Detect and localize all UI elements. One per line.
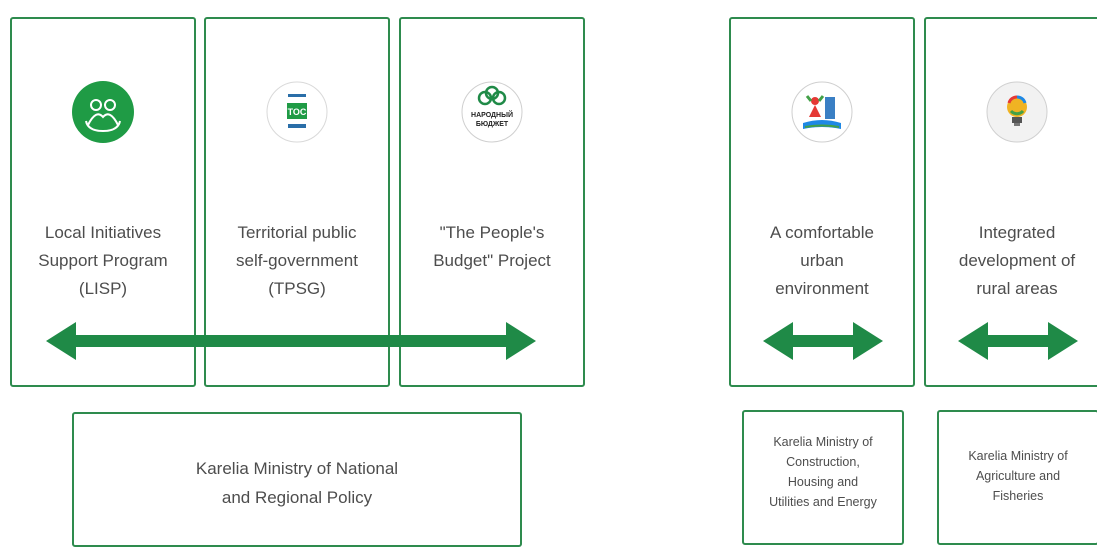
program-label: A comfortable urban environment [770, 223, 874, 298]
program-label: "The People's Budget" Project [433, 223, 551, 270]
program-card-urban: A comfortable urban environment [729, 17, 915, 387]
svg-text:НАРОДНЫЙ: НАРОДНЫЙ [471, 110, 513, 119]
program-card-tpsg: ТОС Territorial public self-government (… [204, 17, 390, 387]
double-arrow-rural [958, 322, 1078, 360]
ministry-label: Karelia Ministry of Agriculture and Fish… [968, 449, 1068, 503]
svg-text:БЮДЖЕТ: БЮДЖЕТ [476, 121, 509, 128]
ministry-label: Karelia Ministry of Construction, Housin… [769, 435, 877, 509]
double-arrow-urban [763, 322, 883, 360]
program-card-lisp: Local Initiatives Support Program (LISP) [10, 17, 196, 387]
program-card-peoples-budget: НАРОДНЫЙ БЮДЖЕТ "The People's Budget" Pr… [399, 17, 585, 387]
tos-logo-icon: ТОС [266, 81, 328, 143]
ministry-national-regional-policy: Karelia Ministry of National and Regiona… [72, 412, 522, 547]
peoples-budget-logo-icon: НАРОДНЫЙ БЮДЖЕТ [461, 81, 523, 143]
lisp-logo-icon [72, 81, 134, 143]
double-arrow-national [46, 322, 536, 360]
program-label: Local Initiatives Support Program (LISP) [38, 223, 168, 298]
ministry-construction-housing: Karelia Ministry of Construction, Housin… [742, 410, 904, 545]
program-card-rural: Integrated development of rural areas [924, 17, 1097, 387]
urban-environment-logo-icon [791, 81, 853, 143]
svg-text:ТОС: ТОС [288, 107, 307, 117]
ministry-agriculture-fisheries: Karelia Ministry of Agriculture and Fish… [937, 410, 1097, 545]
program-label: Integrated development of rural areas [958, 223, 1076, 298]
lightbulb-logo-icon [986, 81, 1048, 143]
program-label: Territorial public self-government (TPSG… [236, 223, 358, 298]
ministry-label: Karelia Ministry of National and Regiona… [195, 459, 399, 507]
